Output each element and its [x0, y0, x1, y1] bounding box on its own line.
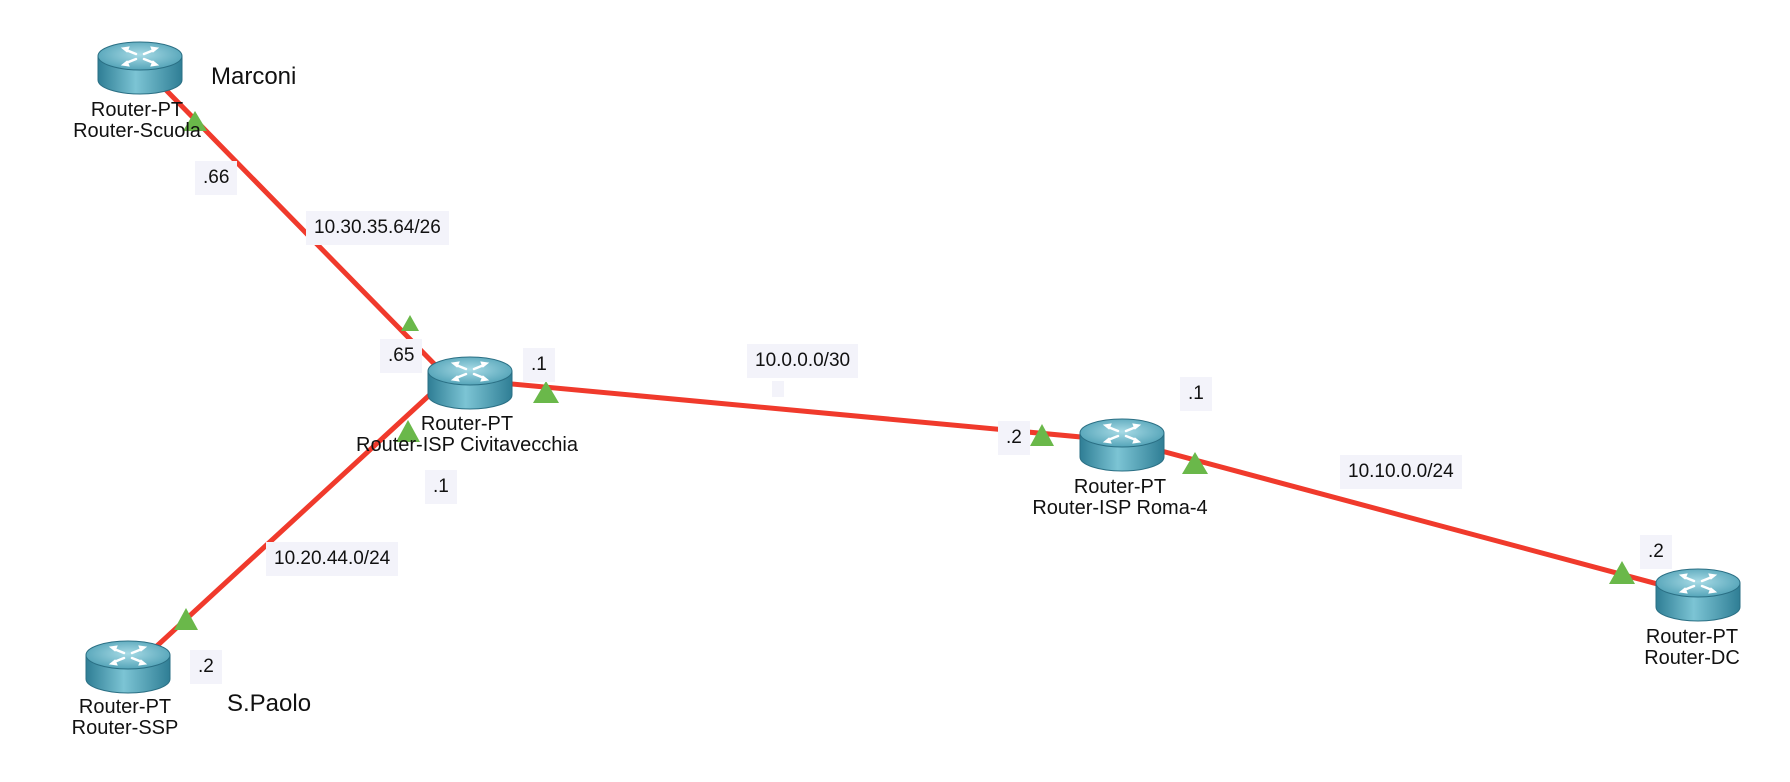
device-name: Router-SSP [71, 717, 179, 739]
device-model: Router-PT [1645, 626, 1739, 648]
interface-label-roma-to-civ: .2 [998, 421, 1030, 455]
status-up-marker [174, 608, 198, 630]
device-name: Router-DC [1644, 647, 1740, 669]
status-up-marker [1182, 452, 1208, 474]
status-up-marker [401, 315, 419, 331]
status-up-marker [533, 381, 559, 403]
device-name: Router-ISP Civitavecchia [356, 434, 578, 456]
status-up-marker [396, 420, 420, 442]
device-label-dc: Router-PT Router-DC [1644, 627, 1740, 669]
device-name: Router-ISP Roma-4 [1032, 497, 1208, 519]
interface-label-scuola: .66 [195, 161, 238, 195]
network-label-civ-roma: 10.0.0.0/30 [747, 344, 859, 378]
note-marconi: Marconi [211, 63, 297, 90]
network-label-civ-ssp: 10.20.44.0/24 [266, 542, 399, 576]
device-model: Router-PT [1073, 476, 1167, 498]
interface-label-ssp: .2 [190, 650, 222, 684]
device-model: Router-PT [420, 413, 514, 435]
interface-label-dc: .2 [1640, 535, 1672, 569]
interface-label-civ-to-roma: .1 [523, 348, 555, 382]
device-model: Router-PT [90, 99, 184, 121]
device-label-scuola: Router-PT Router-Scuola [73, 100, 201, 142]
status-up-marker [1030, 424, 1054, 446]
device-name: Router-Scuola [73, 120, 201, 142]
network-label-roma-dc: 10.10.0.0/24 [1340, 455, 1462, 489]
status-up-marker [1609, 561, 1635, 584]
device-label-civitavecchia: Router-PT Router-ISP Civitavecchia [356, 414, 578, 456]
interface-label-civ-to-scuola: .65 [380, 339, 423, 373]
note-spaolo: S.Paolo [227, 690, 312, 717]
link-roma-dc[interactable] [1121, 438, 1683, 593]
interface-label-roma-to-dc: .1 [1180, 377, 1212, 411]
device-label-ssp: Router-PT Router-SSP [72, 697, 179, 739]
device-model: Router-PT [78, 696, 172, 718]
interface-label-civ-to-ssp: .1 [425, 470, 457, 504]
network-label-scuola-civ: 10.30.35.64/26 [306, 211, 449, 245]
status-up-marker [183, 111, 207, 131]
link-civ-ssp[interactable] [143, 375, 451, 659]
device-label-roma: Router-PT Router-ISP Roma-4 [1032, 477, 1207, 519]
network-label-marker [772, 381, 784, 397]
